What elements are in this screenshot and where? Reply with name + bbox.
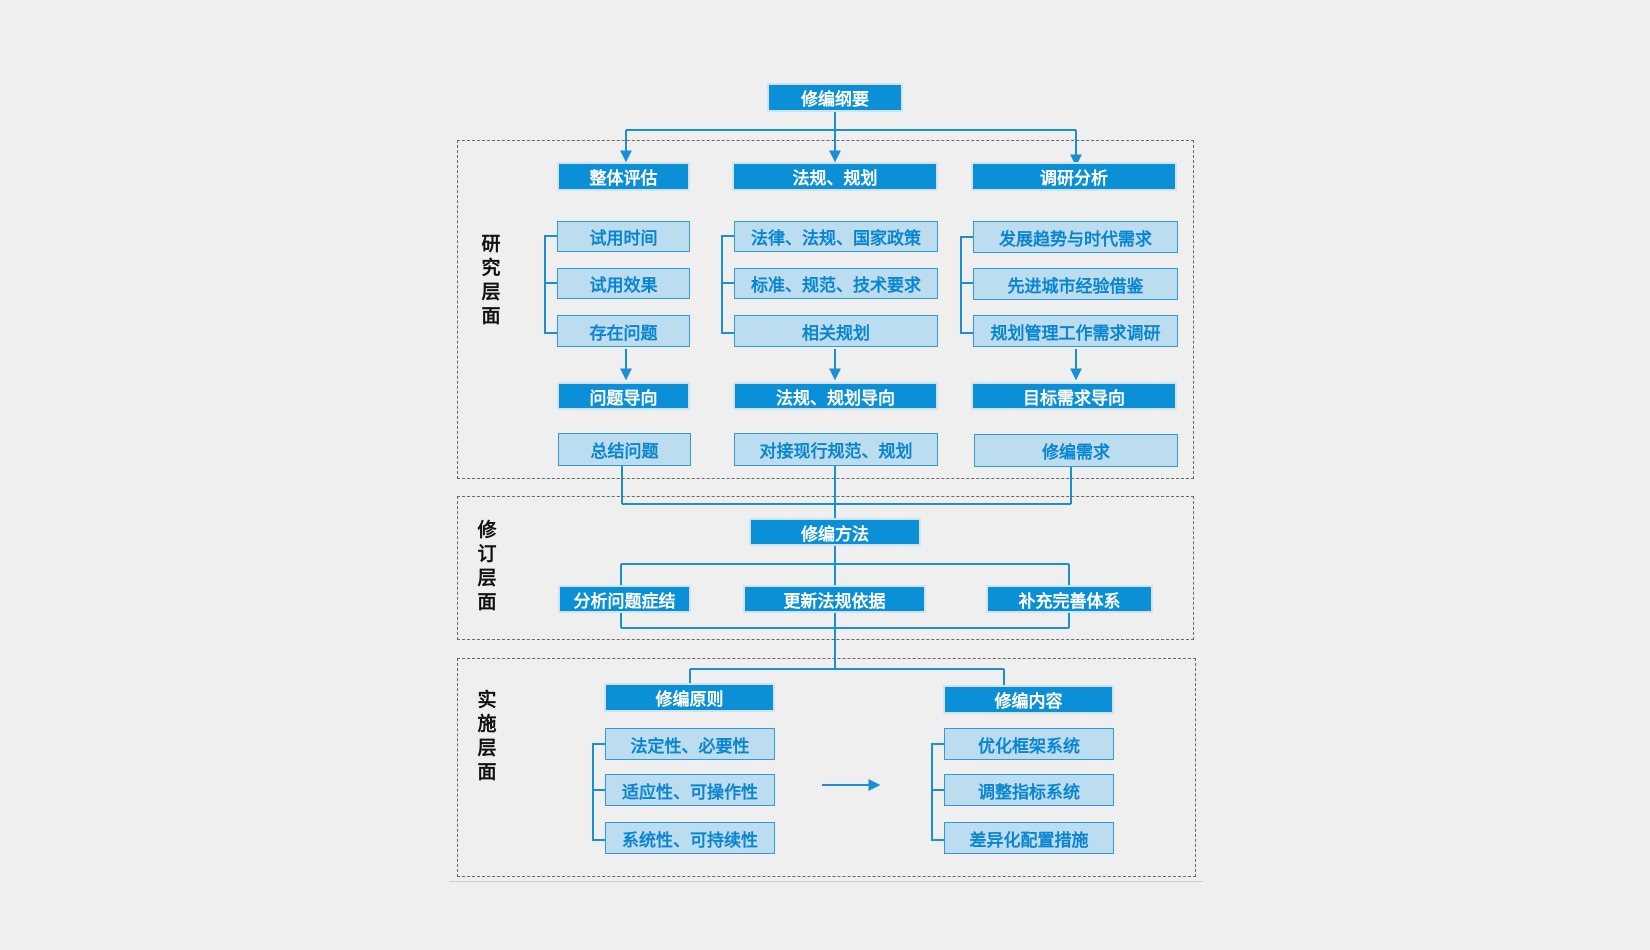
col1-item-1: 试用时间 xyxy=(557,221,690,252)
connector-line xyxy=(721,235,734,334)
title-node: 修编纲要 xyxy=(767,83,903,112)
col1-result: 总结问题 xyxy=(558,433,691,466)
method-node: 修编方法 xyxy=(749,518,921,546)
col2-item-2: 标准、规范、技术要求 xyxy=(734,268,938,299)
revision-item-3: 补充完善体系 xyxy=(986,585,1153,613)
col2-item-1: 法律、法规、国家政策 xyxy=(734,221,938,252)
col1-header: 整体评估 xyxy=(557,162,690,191)
col3-item-2: 先进城市经验借鉴 xyxy=(973,268,1178,300)
col2-orientation: 法规、规划导向 xyxy=(733,382,938,410)
col1-item-3: 存在问题 xyxy=(557,315,690,347)
layer-label-revision: 修订层面 xyxy=(477,519,497,613)
col2-result: 对接现行规范、规划 xyxy=(734,433,938,466)
revision-item-2: 更新法规依据 xyxy=(743,585,926,613)
research-panel xyxy=(457,140,1194,479)
col1-orientation: 问题导向 xyxy=(557,382,690,410)
col3-header: 调研分析 xyxy=(971,162,1177,191)
principles-header: 修编原则 xyxy=(604,683,775,712)
revision-item-1: 分析问题症结 xyxy=(558,585,691,613)
col1-item-2: 试用效果 xyxy=(557,268,690,299)
col2-header: 法规、规划 xyxy=(732,162,938,191)
layer-label-research: 研究层面 xyxy=(481,233,501,327)
col3-orientation: 目标需求导向 xyxy=(971,382,1177,410)
content-header: 修编内容 xyxy=(943,685,1114,714)
principle-item-1: 法定性、必要性 xyxy=(605,728,775,760)
col3-item-1: 发展趋势与时代需求 xyxy=(973,221,1178,253)
connector-line xyxy=(544,235,557,334)
connector-line xyxy=(931,743,944,841)
principle-item-3: 系统性、可持续性 xyxy=(605,822,775,854)
principle-item-2: 适应性、可操作性 xyxy=(605,774,775,806)
layer-label-implementation: 实施层面 xyxy=(477,689,497,783)
content-item-2: 调整指标系统 xyxy=(944,774,1114,806)
implementation-panel xyxy=(457,658,1196,877)
connector-line xyxy=(592,743,605,841)
content-item-1: 优化框架系统 xyxy=(944,728,1114,760)
col2-item-3: 相关规划 xyxy=(734,315,938,347)
revision-panel xyxy=(457,496,1194,640)
content-item-3: 差异化配置措施 xyxy=(944,822,1114,854)
connector-line xyxy=(960,236,973,334)
col3-item-3: 规划管理工作需求调研 xyxy=(973,315,1178,347)
bottom-rule xyxy=(449,881,1203,882)
col3-result: 修编需求 xyxy=(974,434,1178,467)
